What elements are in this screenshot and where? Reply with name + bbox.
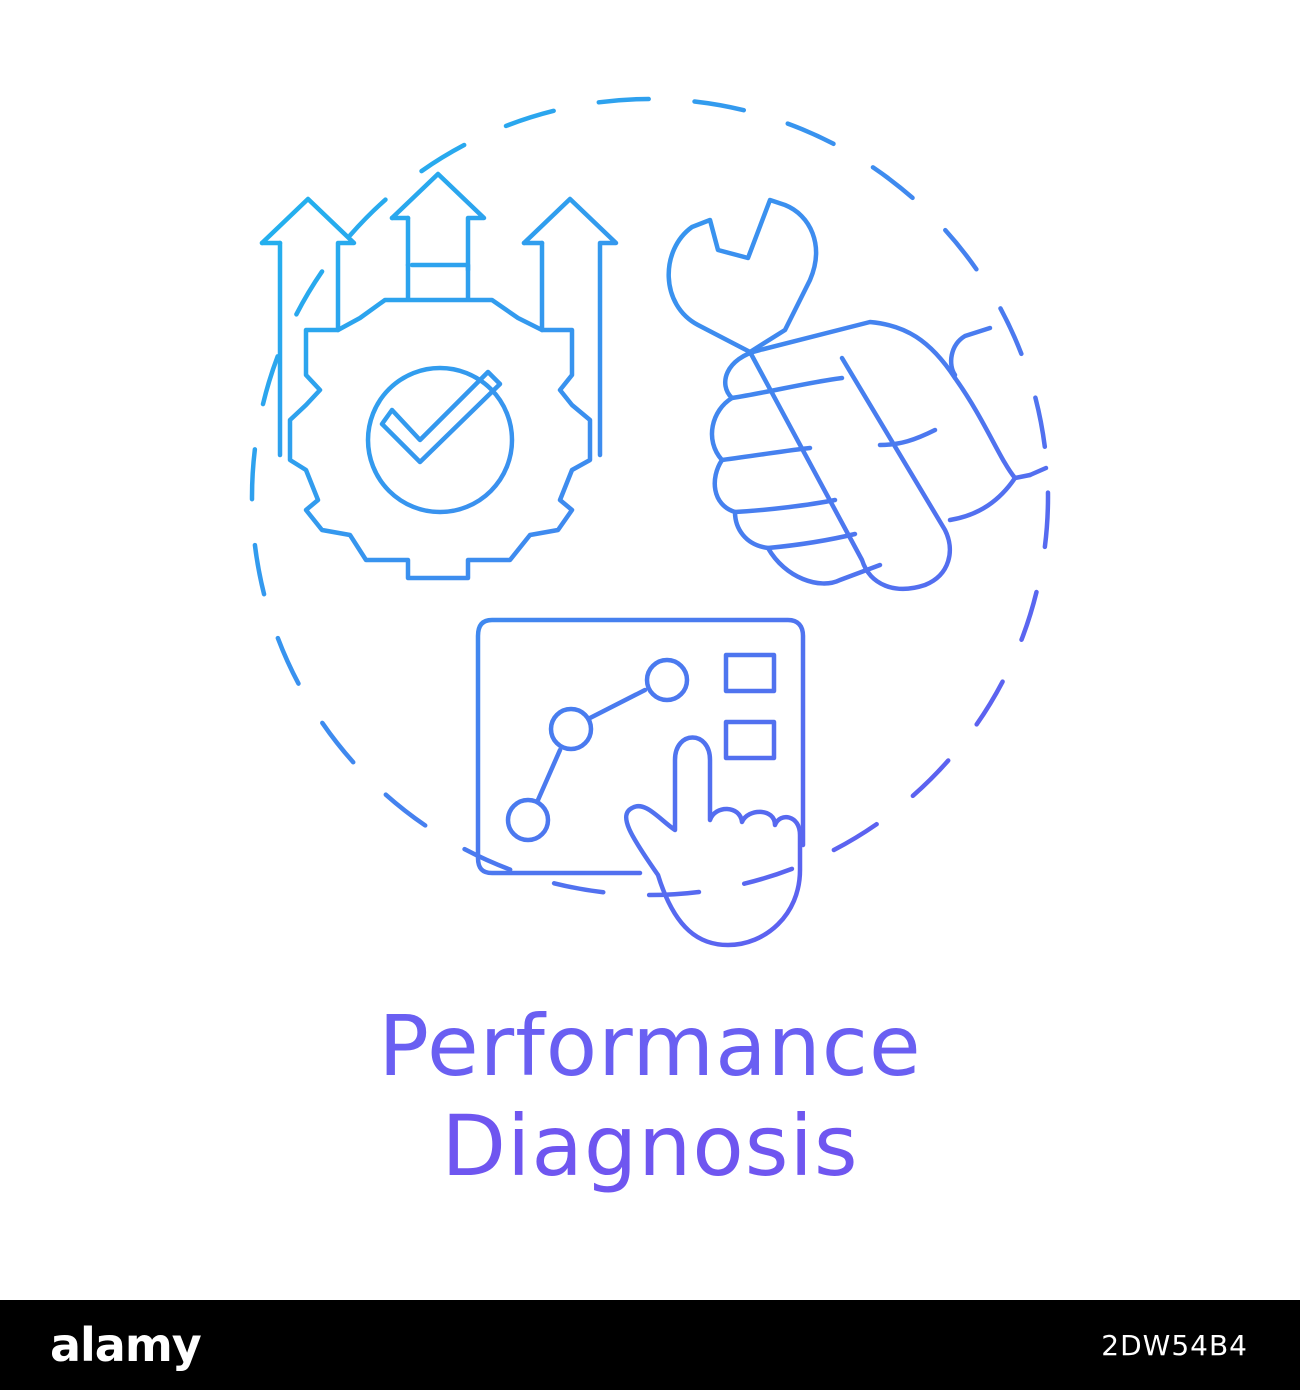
image-id-label: 2DW54B4	[1101, 1329, 1248, 1362]
hand-wrench-icon	[666, 197, 1049, 591]
watermark-footer-bar: alamy 2DW54B4	[0, 1300, 1300, 1390]
dashed-circle	[249, 96, 1051, 898]
caption-title-line-2: Diagnosis	[441, 1097, 859, 1195]
caption-title-line-1: Performance	[378, 997, 922, 1095]
chart-touch-icon	[475, 617, 806, 948]
gear-arrows-check-icon	[259, 171, 619, 581]
illustration	[249, 96, 1051, 948]
brand-logo: alamy	[50, 1318, 202, 1372]
